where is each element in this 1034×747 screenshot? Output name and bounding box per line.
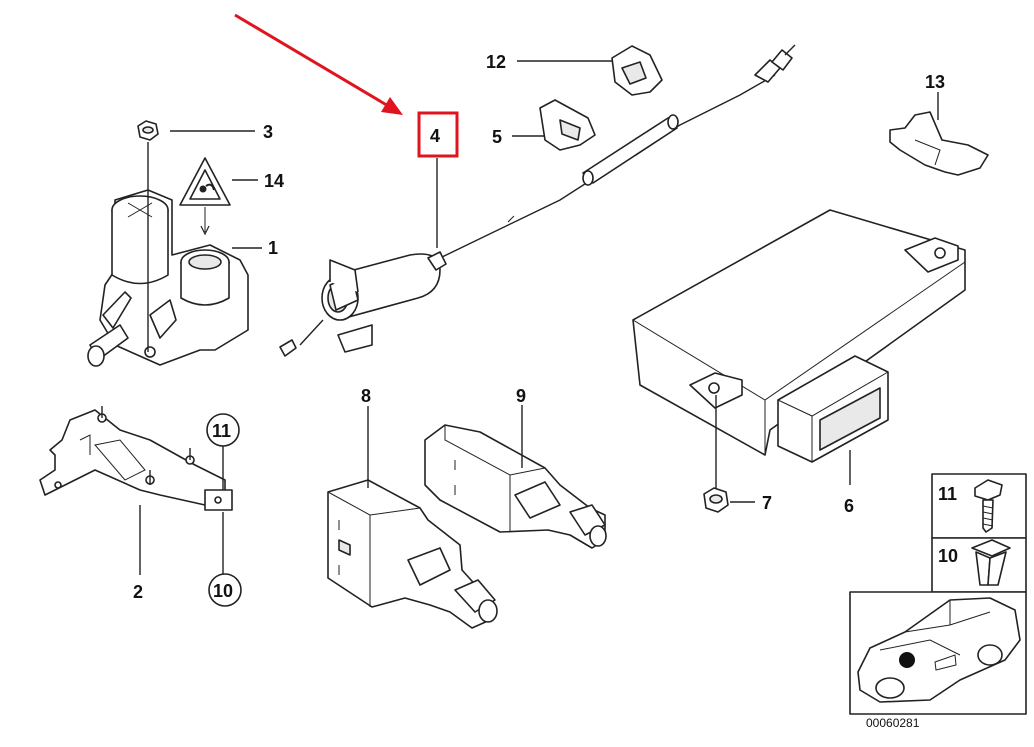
screw-icon (974, 479, 1003, 533)
callout-14[interactable]: 14 (264, 171, 284, 191)
red-arrow-icon (234, 13, 403, 115)
callout-1[interactable]: 1 (268, 238, 278, 258)
reference-number: 00060281 (866, 716, 920, 730)
callout-8[interactable]: 8 (361, 386, 371, 406)
bracket-part-13 (889, 111, 989, 176)
warning-triangle-icon (179, 157, 231, 236)
inset-label-10: 10 (938, 546, 958, 566)
switch-part-9 (424, 424, 607, 549)
clip-part-5 (539, 99, 596, 151)
callout-4[interactable]: 4 (430, 126, 440, 146)
clip-nut-icon (971, 539, 1011, 586)
valve-assembly-part-1 (87, 189, 249, 367)
callout-11-circle[interactable]: 11 (212, 421, 231, 441)
switch-part-8 (327, 479, 498, 629)
callout-9[interactable]: 9 (516, 386, 526, 406)
control-module-part-6 (632, 209, 966, 463)
callout-3[interactable]: 3 (263, 122, 273, 142)
callout-12[interactable]: 12 (486, 52, 506, 72)
cable-actuator-part-4 (279, 44, 796, 357)
callout-5[interactable]: 5 (492, 127, 502, 147)
callout-7[interactable]: 7 (762, 493, 772, 513)
clip-part-12 (611, 45, 663, 96)
callout-6[interactable]: 6 (844, 496, 854, 516)
callout-10-circle[interactable]: 10 (213, 581, 233, 601)
nut-part-3 (137, 120, 159, 141)
car-location-icon (857, 597, 1021, 703)
highlight-box-4 (417, 111, 459, 158)
callout-2[interactable]: 2 (133, 582, 143, 602)
inset-panel: 11 10 (849, 473, 1027, 715)
inset-label-11: 11 (938, 484, 957, 504)
bracket-part-2 (39, 406, 233, 511)
callout-13[interactable]: 13 (925, 72, 945, 92)
nut-part-7 (703, 487, 729, 513)
